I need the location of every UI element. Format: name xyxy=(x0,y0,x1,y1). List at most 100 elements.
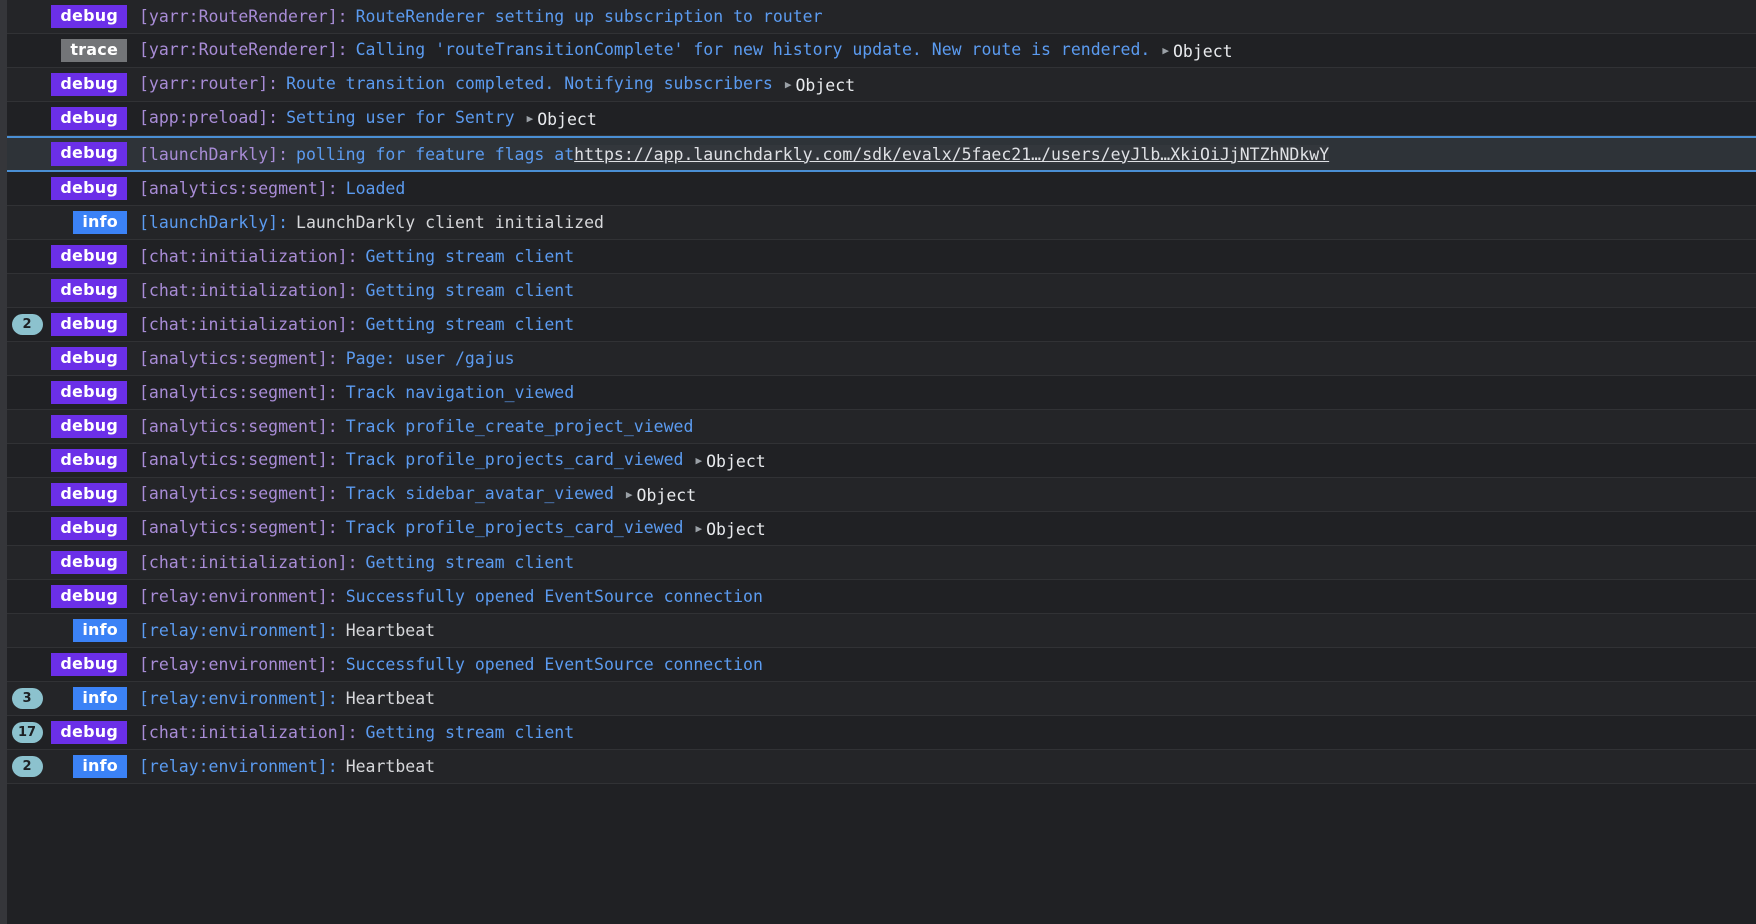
log-level-badge-debug[interactable]: debug xyxy=(51,380,127,405)
chevron-right-icon[interactable]: ▶ xyxy=(695,522,703,535)
log-row[interactable]: debug [analytics:segment]:Track navigatio… xyxy=(0,376,1756,410)
object-expander[interactable]: ▶Object xyxy=(785,76,855,95)
object-expander[interactable]: ▶Object xyxy=(695,520,765,539)
log-namespace: [yarr:router]: xyxy=(139,74,279,93)
log-row[interactable]: debug[app:preload]:Setting user for Sent… xyxy=(0,102,1756,136)
chevron-right-icon[interactable]: ▶ xyxy=(1162,44,1169,57)
log-level-badge-debug[interactable]: debug xyxy=(51,278,127,303)
log-row[interactable]: info[launchDarkly]:LaunchDarkly client i… xyxy=(0,206,1756,240)
object-expander-label[interactable]: Object xyxy=(706,520,766,539)
log-level-badge-info[interactable]: info xyxy=(73,686,127,711)
log-level-column: debug xyxy=(47,720,139,745)
log-level-badge-debug[interactable]: debug xyxy=(51,346,127,371)
log-message: [analytics:segment]: Page: user /gajus xyxy=(139,349,515,368)
log-message-text: Getting stream client xyxy=(365,315,575,334)
log-message: [yarr:RouteRenderer]:Calling 'routeTrans… xyxy=(139,40,1233,61)
log-namespace: [analytics:segment]: xyxy=(139,518,338,537)
log-row-count-column: 2 xyxy=(7,756,47,777)
log-level-column: debug xyxy=(47,380,139,405)
log-level-column: debug xyxy=(47,346,139,371)
log-namespace: [yarr:RouteRenderer]: xyxy=(139,7,348,26)
log-level-badge-debug[interactable]: debug xyxy=(51,516,127,541)
chevron-right-icon[interactable]: ▶ xyxy=(625,488,633,501)
log-row[interactable]: debug[analytics:segment]:Track profile_p… xyxy=(0,444,1756,478)
log-message-text: Getting stream client xyxy=(365,281,575,300)
log-row[interactable]: debug [analytics:segment]: Track profile_p… xyxy=(0,512,1756,546)
log-row[interactable]: debug [chat:initialization]:Getting strea… xyxy=(0,240,1756,274)
log-level-badge-debug[interactable]: debug xyxy=(51,448,127,473)
log-level-badge-debug[interactable]: debug xyxy=(51,550,127,575)
object-expander[interactable]: ▶Object xyxy=(695,452,765,471)
log-message-text: Page: user /gajus xyxy=(345,349,515,368)
log-row[interactable]: debug[chat:initialization]:Getting strea… xyxy=(0,546,1756,580)
object-expander-label[interactable]: Object xyxy=(537,110,597,129)
log-message: [analytics:segment]:Track sidebar_avatar… xyxy=(139,484,696,505)
log-level-badge-debug[interactable]: debug xyxy=(51,720,127,745)
chevron-right-icon[interactable]: ▶ xyxy=(784,78,792,91)
object-expander[interactable]: ▶Object xyxy=(626,486,696,505)
log-row[interactable]: debug[relay:environment]:Successfully op… xyxy=(0,580,1756,614)
log-level-badge-debug[interactable]: debug xyxy=(51,584,127,609)
log-level-badge-debug[interactable]: debug xyxy=(51,106,127,131)
log-message: [chat:initialization]:Getting stream cli… xyxy=(139,247,574,266)
log-message-text: Track profile_projects_card_viewed xyxy=(345,518,684,537)
log-row[interactable]: debug[analytics:segment]:Loaded xyxy=(0,172,1756,206)
log-level-badge-info[interactable]: info xyxy=(73,754,127,779)
log-rows-container: debug [yarr:RouteRenderer]:RouteRenderer … xyxy=(0,0,1756,784)
log-row[interactable]: debug [chat:initialization]: Getting strea… xyxy=(0,274,1756,308)
log-message: [yarr:RouteRenderer]:RouteRenderer setti… xyxy=(139,7,823,26)
object-expander[interactable]: ▶Object xyxy=(1162,42,1232,61)
log-level-badge-debug[interactable]: debug xyxy=(51,176,127,201)
log-level-badge-debug[interactable]: debug xyxy=(51,72,127,97)
log-level-badge-debug[interactable]: debug xyxy=(51,652,127,677)
log-message-text: polling for feature flags at xyxy=(296,144,575,164)
log-level-badge-debug[interactable]: debug xyxy=(51,312,127,337)
repeat-count-badge: 2 xyxy=(11,756,43,777)
chevron-right-icon[interactable]: ▶ xyxy=(695,454,703,467)
log-level-badge-debug[interactable]: debug xyxy=(51,142,127,166)
log-namespace: [relay:environment]: xyxy=(139,689,338,708)
log-level-badge-debug[interactable]: debug xyxy=(51,244,127,269)
log-message: [chat:initialization]: Getting stream cli… xyxy=(139,281,574,300)
log-message: [analytics:segment]: Track profile_projec… xyxy=(139,518,766,539)
log-namespace: [chat:initialization]: xyxy=(139,281,358,300)
log-row[interactable]: debug[relay:environment]:Successfully op… xyxy=(0,648,1756,682)
log-level-badge-debug[interactable]: debug xyxy=(51,414,127,439)
log-level-column: debug xyxy=(47,448,139,473)
log-message: [launchDarkly]:polling for feature flags… xyxy=(139,144,1330,164)
object-expander-label[interactable]: Object xyxy=(1172,42,1233,61)
log-level-badge-debug[interactable]: debug xyxy=(51,482,127,507)
log-row[interactable]: trace [yarr:RouteRenderer]:Calling 'route… xyxy=(0,34,1756,68)
log-row[interactable]: debug[analytics:segment]:Track profile_c… xyxy=(0,410,1756,444)
log-namespace: [chat:initialization]: xyxy=(139,553,358,572)
object-expander[interactable]: ▶Object xyxy=(527,110,597,129)
object-expander-label[interactable]: Object xyxy=(636,486,697,505)
object-expander-label[interactable]: Object xyxy=(706,452,766,471)
log-namespace: [analytics:segment]: xyxy=(139,349,338,368)
log-level-badge-trace[interactable]: trace xyxy=(61,38,127,63)
object-expander-label[interactable]: Object xyxy=(795,76,856,95)
log-row[interactable]: info[relay:environment]:Heartbeat xyxy=(0,614,1756,648)
log-level-badge-info[interactable]: info xyxy=(73,210,127,235)
log-row[interactable]: debug [launchDarkly]:polling for feature … xyxy=(0,136,1756,172)
log-level-column: debug xyxy=(47,142,139,166)
log-namespace: [relay:environment]: xyxy=(139,621,338,640)
log-level-badge-debug[interactable]: debug xyxy=(51,4,127,29)
log-message: [analytics:segment]:Track navigation_vie… xyxy=(139,383,574,402)
log-row[interactable]: debug [yarr:router]:Route transition comp… xyxy=(0,68,1756,102)
log-row[interactable]: debug [analytics:segment]:Track sidebar_a… xyxy=(0,478,1756,512)
log-message-text: Successfully opened EventSource connecti… xyxy=(345,655,763,674)
log-row[interactable]: debug [analytics:segment]: Page: user /gaj… xyxy=(0,342,1756,376)
log-message: [yarr:router]:Route transition completed… xyxy=(139,74,855,95)
chevron-right-icon[interactable]: ▶ xyxy=(526,112,534,125)
log-message-text: Track navigation_viewed xyxy=(345,383,575,402)
log-level-badge-info[interactable]: info xyxy=(73,618,127,643)
log-message-link[interactable]: https://app.launchdarkly.com/sdk/evalx/5… xyxy=(574,144,1330,164)
log-row[interactable]: debug [yarr:RouteRenderer]:RouteRenderer … xyxy=(0,0,1756,34)
log-level-column: trace xyxy=(47,38,139,63)
